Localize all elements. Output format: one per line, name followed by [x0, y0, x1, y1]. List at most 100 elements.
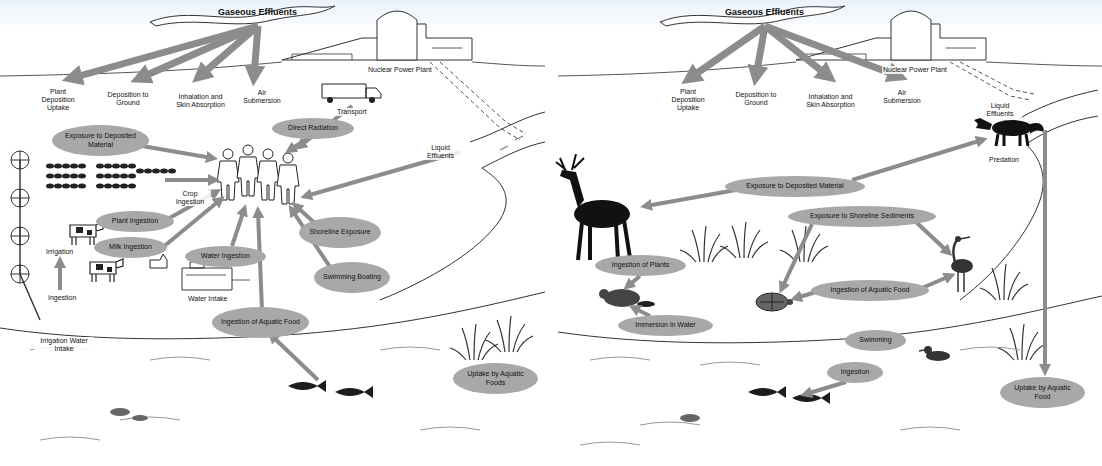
pathway-label: Nuclear Power Plant — [367, 66, 433, 74]
marsh-plants — [998, 324, 1046, 360]
pathway-text: Ingestion — [841, 368, 869, 376]
heron — [953, 240, 957, 262]
aquatic-life — [288, 380, 326, 392]
crops — [96, 174, 136, 179]
fan-arrows — [690, 26, 765, 78]
river-shore — [580, 347, 1020, 445]
turtle — [760, 294, 784, 310]
pathway-text: Immersion in Water — [635, 321, 695, 329]
pathway-oval: Uptake by Aquatic Foods — [453, 363, 538, 394]
aquatic-life — [110, 408, 130, 416]
aquatic-life — [335, 386, 373, 398]
pathway-text: Swimming Boating — [323, 273, 381, 281]
river-shore — [558, 144, 1102, 445]
river-shore — [380, 168, 506, 300]
pathway-label: Nuclear Power Plant — [882, 66, 948, 74]
beaver — [599, 289, 609, 299]
liquid-effluent-pipe — [960, 62, 1034, 94]
plume — [150, 6, 335, 26]
aquatic-life — [680, 414, 700, 422]
beaver — [637, 301, 655, 307]
fan-arrows — [765, 26, 898, 76]
pathway-text: Milk Ingestion — [109, 243, 152, 251]
ground-line — [558, 62, 1102, 76]
pathway-arrows — [852, 140, 982, 180]
effluent-channel — [482, 142, 545, 168]
marsh-plants — [680, 222, 1046, 360]
power-plant — [282, 11, 472, 60]
crops — [46, 184, 86, 189]
irrigation-wheels — [11, 151, 40, 320]
wolf — [974, 118, 1044, 134]
pathway-oval: Swimming Boating — [314, 262, 390, 293]
pathway-text: Uptake by Aquatic Foods — [459, 370, 532, 386]
pathway-arrows — [58, 262, 62, 290]
people — [237, 145, 259, 196]
pathway-label: Deposition to Ground — [106, 91, 150, 107]
pathway-arrows — [142, 146, 212, 158]
transport-truck — [327, 97, 333, 103]
pathway-label: Gaseous Effluents — [724, 7, 805, 17]
heron — [958, 237, 970, 292]
power-plant — [796, 11, 986, 60]
plume — [660, 6, 845, 26]
pathway-label: Inhalation and Skin Absorption — [802, 93, 859, 109]
transport-truck — [322, 84, 381, 98]
pathway-oval: Water Ingestion — [185, 246, 266, 267]
pathway-arrows — [922, 276, 950, 288]
pathway-label: Ingestion — [47, 294, 77, 302]
aquatic-life — [680, 386, 830, 422]
effluent-channel — [1020, 90, 1098, 118]
turtle — [787, 299, 793, 305]
pathway-arrows — [646, 190, 736, 206]
effluent-channel — [500, 136, 523, 150]
marsh-plants — [720, 222, 768, 258]
pathway-text: Swimming — [859, 336, 891, 344]
heron — [951, 236, 973, 292]
crops — [46, 174, 86, 179]
duck — [919, 350, 924, 351]
pathway-arrows — [628, 130, 1045, 394]
pathway-label: Crop Ingestion — [169, 190, 211, 206]
livestock — [90, 259, 123, 282]
pathway-text: Direct Radiation — [288, 124, 338, 132]
pathway-label: Predation — [988, 156, 1020, 164]
pathway-arrows — [232, 210, 244, 246]
irrigation-wheels — [20, 160, 40, 320]
pathway-arrows — [165, 178, 214, 182]
fan-arrows — [765, 26, 828, 76]
transport-truck — [369, 97, 375, 103]
deer — [578, 220, 630, 260]
pathway-label: Deposition to Ground — [734, 91, 778, 107]
liquid-effluent-pipe — [440, 62, 526, 134]
marsh-plants — [980, 264, 1028, 300]
pathway-label: Liquid Effluents — [978, 102, 1022, 118]
pathway-oval: Ingestion — [827, 362, 883, 383]
people — [217, 149, 239, 200]
wolf — [974, 118, 1044, 146]
pathway-oval: Uptake by Aquatic Food — [1000, 377, 1085, 408]
river-shore — [30, 347, 480, 440]
crops — [96, 184, 136, 189]
wolf — [996, 134, 1028, 146]
pathway-label: Inhalation and Skin Absorption — [172, 93, 229, 109]
marsh-plants — [680, 226, 728, 262]
liquid-effluent-pipe — [950, 62, 1034, 100]
aquatic-life — [748, 386, 786, 398]
river-shore — [558, 296, 1102, 343]
pathway-text: Water Ingestion — [201, 252, 250, 260]
duck — [919, 346, 950, 361]
plume — [660, 6, 845, 26]
crops — [46, 164, 86, 169]
pathway-text: Plant Ingestion — [112, 217, 158, 225]
fan-arrows — [140, 26, 258, 78]
pathway-text: Ingestion of Aquatic Food — [831, 286, 910, 294]
water-plant — [186, 275, 250, 280]
transport-truck — [322, 84, 381, 103]
pathway-text: Exposure to Deposited Material — [58, 132, 143, 148]
people — [277, 153, 299, 204]
fan-arrows — [72, 26, 258, 78]
people — [217, 145, 299, 204]
pathway-label: Gaseous Effluents — [217, 7, 298, 17]
pathway-label: Plant Deposition Uptake — [666, 88, 710, 112]
